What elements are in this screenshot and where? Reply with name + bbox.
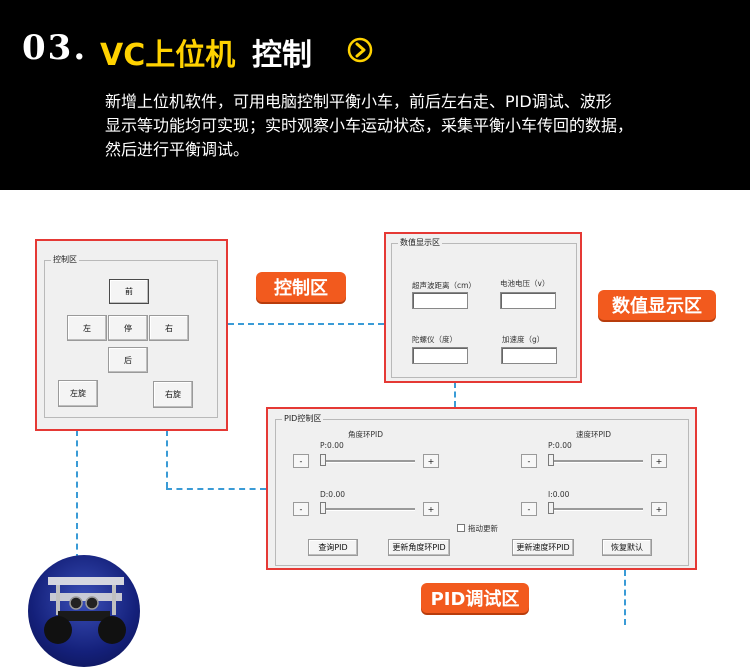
rotate-right-button[interactable]: 右旋: [153, 381, 193, 408]
section-number: 03.: [22, 28, 88, 68]
pid-group-label: PID控制区: [282, 413, 324, 425]
ultrasonic-label: 超声波距离（cm）: [412, 281, 476, 290]
angle-d-value: D:0.00: [320, 490, 346, 499]
stop-button[interactable]: 停: [108, 315, 148, 341]
gyro-field[interactable]: [412, 347, 468, 364]
drag-update-checkbox[interactable]: [457, 524, 465, 532]
angle-p-slider-thumb[interactable]: [320, 454, 326, 466]
angle-p-minus-button[interactable]: -: [293, 454, 309, 468]
display-area-tag: 数值显示区: [598, 290, 716, 320]
balance-car-image: [28, 555, 140, 667]
speed-p-minus-button[interactable]: -: [521, 454, 537, 468]
rotate-left-button[interactable]: 左旋: [58, 380, 98, 407]
connector-line: [166, 488, 266, 490]
connector-line: [228, 323, 384, 325]
speed-i-slider-thumb[interactable]: [548, 502, 554, 514]
connector-line: [166, 430, 168, 488]
angle-d-plus-button[interactable]: +: [423, 502, 439, 516]
angle-pid-title: 角度环PID: [348, 430, 384, 439]
display-panel-window: 数值显示区 超声波距离（cm） 电池电压（v） 陀螺仪（度） 加速度（g）: [384, 232, 582, 383]
angle-p-value: P:0.00: [320, 441, 344, 450]
control-panel-window: 控制区 前 左 停 右 后 左旋 右旋: [35, 239, 228, 431]
description-line: 显示等功能均可实现；实时观察小车运动状态，采集平衡小车传回的数据，: [105, 116, 634, 135]
speed-p-value: P:0.00: [548, 441, 572, 450]
angle-p-plus-button[interactable]: +: [423, 454, 439, 468]
accel-label: 加速度（g）: [502, 335, 545, 344]
pid-panel-window: PID控制区 角度环PID 速度环PID P:0.00 - + D:0.00 -…: [266, 407, 697, 570]
section-title: VC上位机: [100, 38, 236, 73]
ultrasonic-field[interactable]: [412, 292, 468, 309]
speed-p-slider-track[interactable]: [548, 460, 643, 463]
description-line: 然后进行平衡调试。: [105, 140, 250, 159]
speed-i-minus-button[interactable]: -: [521, 502, 537, 516]
gyro-label: 陀螺仪（度）: [412, 335, 457, 344]
speed-pid-title: 速度环PID: [576, 430, 612, 439]
read-pid-button[interactable]: 查询PID: [308, 539, 358, 556]
speed-p-plus-button[interactable]: +: [651, 454, 667, 468]
balance-car-icon: [44, 577, 126, 644]
restore-default-button[interactable]: 恢复默认: [602, 539, 652, 556]
update-speed-pid-button[interactable]: 更新速度环PID: [512, 539, 574, 556]
pid-group: PID控制区: [275, 413, 689, 566]
angle-p-slider-track[interactable]: [320, 460, 415, 463]
battery-field[interactable]: [500, 292, 556, 309]
update-angle-pid-button[interactable]: 更新角度环PID: [388, 539, 450, 556]
right-button[interactable]: 右: [149, 315, 189, 341]
play-circle-icon: [347, 37, 373, 63]
control-group-label: 控制区: [51, 254, 79, 266]
speed-i-slider-track[interactable]: [548, 508, 643, 511]
control-group: 控制区: [44, 254, 218, 418]
drag-update-label: 拖动更新: [468, 524, 498, 533]
forward-button[interactable]: 前: [109, 279, 149, 304]
angle-d-slider-thumb[interactable]: [320, 502, 326, 514]
control-area-tag: 控制区: [256, 272, 346, 302]
display-group-label: 数值显示区: [398, 237, 442, 249]
connector-line: [454, 382, 456, 407]
speed-p-slider-thumb[interactable]: [548, 454, 554, 466]
pid-area-tag: PID调试区: [421, 583, 529, 613]
display-group: 数值显示区: [391, 237, 577, 378]
header-banner: 03. VC上位机 控制 新增上位机软件，可用电脑控制平衡小车，前后左右走、PI…: [0, 0, 750, 190]
connector-line: [76, 430, 78, 560]
description-line: 新增上位机软件，可用电脑控制平衡小车，前后左右走、PID调试、波形: [105, 92, 612, 111]
speed-i-plus-button[interactable]: +: [651, 502, 667, 516]
connector-line: [624, 570, 626, 625]
section-description: 新增上位机软件，可用电脑控制平衡小车，前后左右走、PID调试、波形 显示等功能均…: [105, 90, 725, 162]
left-button[interactable]: 左: [67, 315, 107, 341]
angle-d-slider-track[interactable]: [320, 508, 415, 511]
speed-i-value: I:0.00: [548, 490, 570, 499]
battery-label: 电池电压（v）: [500, 279, 550, 288]
back-button[interactable]: 后: [108, 347, 148, 373]
accel-field[interactable]: [501, 347, 557, 364]
section-title-suffix: 控制: [252, 38, 312, 73]
angle-d-minus-button[interactable]: -: [293, 502, 309, 516]
